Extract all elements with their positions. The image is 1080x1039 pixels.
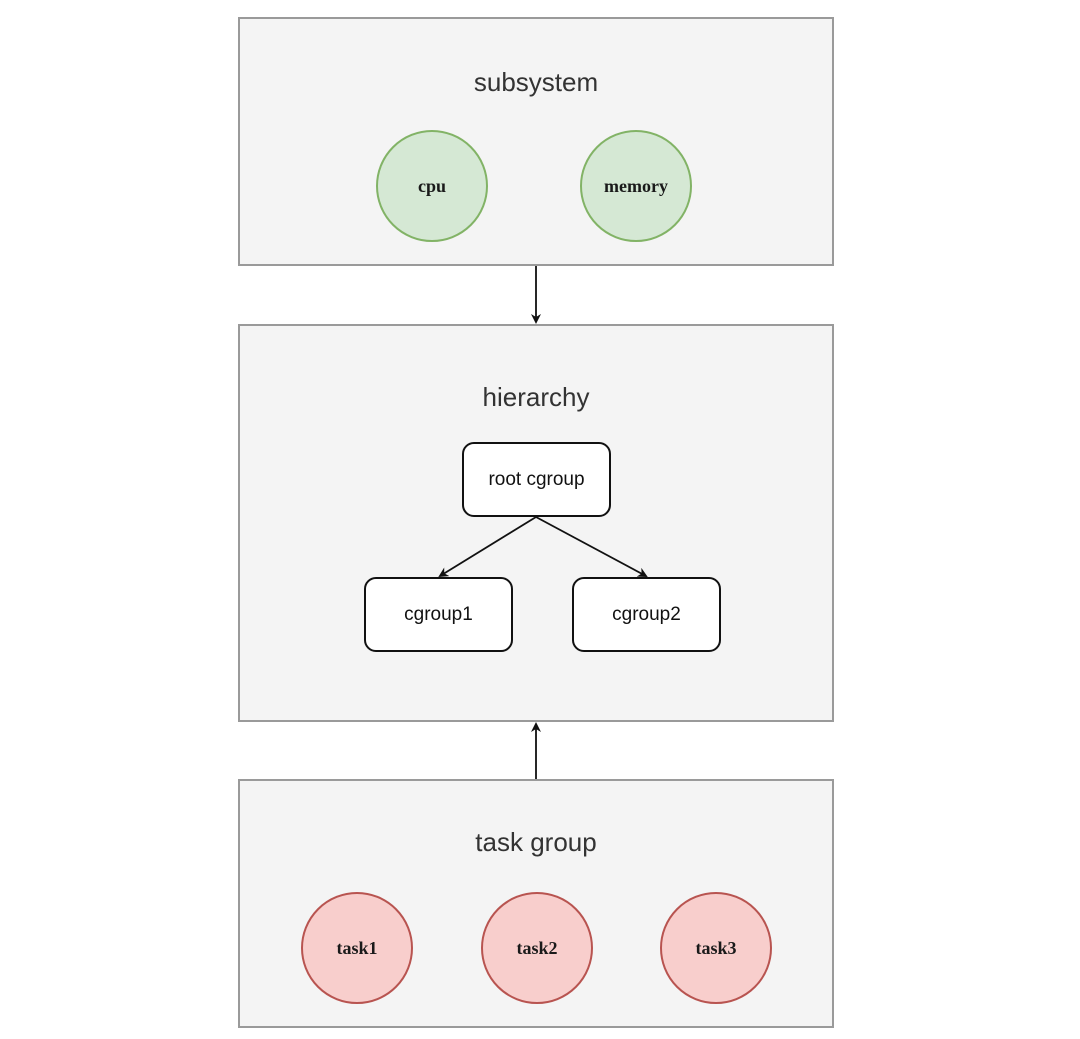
- task-group-title: task group: [475, 827, 597, 857]
- subsystem-title: subsystem: [473, 67, 599, 97]
- subsystem-panel: subsystem cpu memory: [238, 17, 834, 266]
- root-cgroup-node: root cgroup: [462, 442, 611, 517]
- subsystem-cpu-node: cpu: [376, 130, 488, 242]
- hierarchy-panel: hierarchy root cgroup cgroup1 cgroup2: [238, 324, 834, 722]
- task3-node: task3: [660, 892, 772, 1004]
- subsystem-memory-node: memory: [580, 130, 692, 242]
- cgroup1-node: cgroup1: [364, 577, 513, 652]
- task2-node: task2: [481, 892, 593, 1004]
- hierarchy-title: hierarchy: [482, 382, 590, 412]
- task-group-panel: task group task1 task2 task3: [238, 779, 834, 1028]
- cgroup2-node: cgroup2: [572, 577, 721, 652]
- task1-node: task1: [301, 892, 413, 1004]
